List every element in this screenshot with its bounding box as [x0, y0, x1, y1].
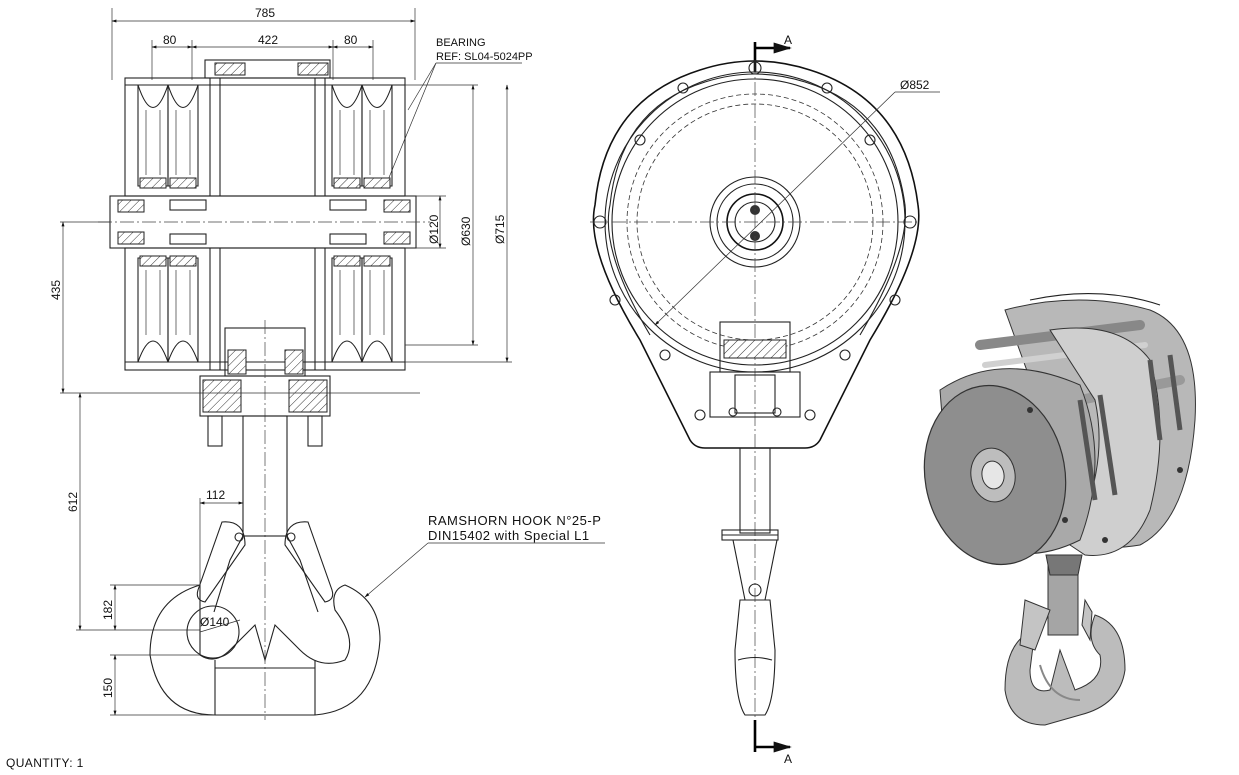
dim-hook-width: 112 [206, 488, 225, 502]
iso-hook [1004, 614, 1126, 726]
ramshorn-hook [149, 415, 381, 716]
front-bolts [593, 61, 917, 421]
upper-casing [124, 59, 406, 197]
side-dimension-lines [60, 84, 512, 631]
dimension-lines-top [111, 8, 416, 80]
dim-hook-throat: Ø140 [200, 615, 230, 629]
dim-outer-dia: Ø715 [493, 214, 507, 244]
dim-front-dia: Ø852 [900, 78, 930, 92]
dim-hook-150: 150 [101, 678, 115, 698]
dim-80-right: 80 [344, 33, 358, 47]
dim-435: 435 [49, 280, 63, 300]
hook-note-line2: DIN15402 with Special L1 [428, 528, 590, 543]
hook-dimension-lines [110, 498, 244, 716]
section-label-top: A [784, 33, 792, 47]
main-shaft [98, 195, 430, 249]
hook-note-line1: RAMSHORN HOOK N°25-P [428, 513, 601, 528]
dim-pulley-dia: Ø630 [459, 216, 473, 246]
front-housing-outline [592, 60, 920, 449]
isometric-view [923, 293, 1196, 726]
front-hook-shank [739, 447, 771, 534]
dim-422: 422 [258, 33, 278, 47]
dim-hook-182: 182 [101, 600, 115, 620]
section-label-bottom: A [784, 752, 792, 766]
front-view: A A [590, 33, 940, 766]
side-section-view: 785 80 422 80 BEARING REF: SL04-5024PP [49, 6, 605, 720]
dim-612: 612 [66, 492, 80, 512]
dim-785: 785 [255, 6, 275, 20]
bearing-note-line2: REF: SL04-5024PP [436, 51, 533, 63]
dim-shaft-dia: Ø120 [427, 214, 441, 244]
quantity-label: QUANTITY: 1 [6, 756, 84, 770]
dim-80-left: 80 [163, 33, 177, 47]
bearing-note-line1: BEARING [436, 37, 486, 49]
